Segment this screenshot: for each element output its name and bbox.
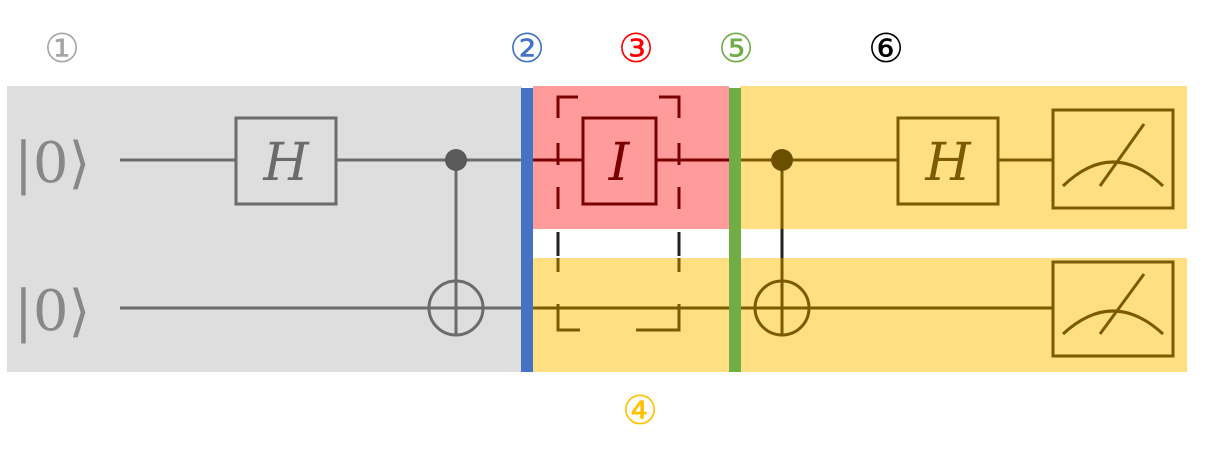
region-3-background bbox=[533, 86, 729, 229]
measurement-gate-qubit-1 bbox=[1051, 260, 1175, 358]
qubit-1-label: |0⟩ bbox=[14, 279, 90, 344]
bracket-top-left bbox=[556, 95, 578, 118]
hadamard-gate-1 bbox=[234, 116, 338, 206]
hadamard-gate-2 bbox=[896, 116, 1000, 206]
barrier-5 bbox=[729, 88, 741, 372]
cnot-2-control-dot bbox=[771, 149, 793, 171]
step-marker-5: ⑤ bbox=[718, 26, 754, 72]
step-marker-3: ③ bbox=[618, 26, 654, 72]
hadamard-gate-2-label: H bbox=[924, 133, 972, 193]
cnot-1-control-dot bbox=[445, 149, 467, 171]
step-marker-2: ② bbox=[509, 26, 545, 72]
barrier-2 bbox=[521, 88, 533, 372]
qubit-0-label: |0⟩ bbox=[14, 131, 90, 196]
region-4-background bbox=[533, 258, 729, 372]
bracket-bottom-right bbox=[636, 304, 681, 332]
bracket-bottom-left bbox=[556, 304, 580, 332]
bracket-top-right bbox=[659, 95, 681, 118]
step-marker-1: ① bbox=[44, 26, 80, 72]
measurement-gate-qubit-0 bbox=[1051, 108, 1175, 210]
hadamard-gate-1-label: H bbox=[262, 133, 310, 193]
step-marker-6: ⑥ bbox=[868, 26, 904, 72]
identity-gate bbox=[581, 116, 658, 206]
step-marker-4: ④ bbox=[622, 388, 658, 434]
identity-gate-label: I bbox=[608, 133, 631, 193]
